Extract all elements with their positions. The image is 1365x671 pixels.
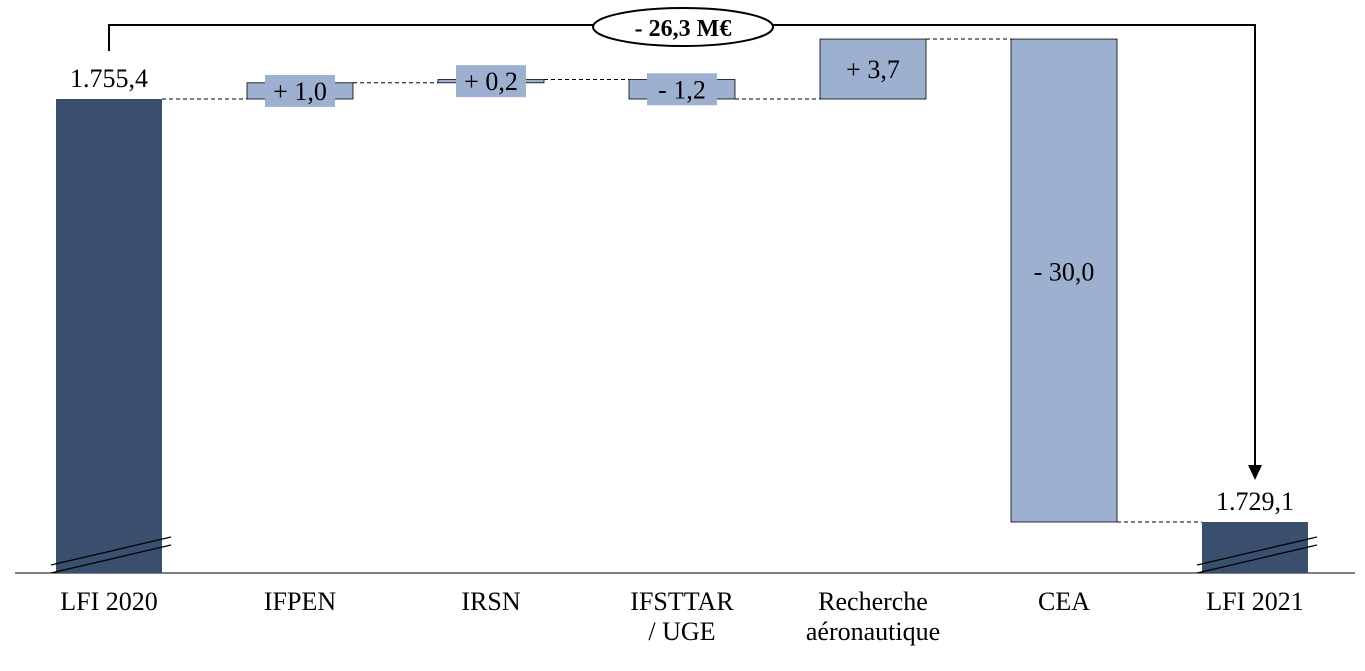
data-label-1: + 1,0 [273, 77, 327, 106]
category-label-6: LFI 2021 [1206, 587, 1304, 616]
data-label-5: - 30,0 [1034, 258, 1095, 287]
axis-break-mark [1196, 544, 1318, 574]
data-label-0: 1.755,4 [70, 64, 148, 93]
data-label-bg-2 [456, 65, 526, 98]
data-label-6: 1.729,1 [1216, 487, 1294, 516]
category-label-0: LFI 2020 [60, 587, 158, 616]
category-label-3: / UGE [648, 617, 715, 646]
axis-break-mark [1196, 536, 1318, 566]
axis-break-mark [50, 536, 172, 566]
axis-break-mark [50, 544, 172, 574]
total-change-ellipse [592, 7, 774, 47]
category-label-5: CEA [1038, 587, 1090, 616]
bar-0 [56, 99, 162, 573]
category-label-4: aéronautique [806, 617, 940, 646]
category-label-1: IFPEN [264, 587, 336, 616]
bar-6 [1202, 522, 1308, 573]
arrow-head-icon [1248, 465, 1262, 480]
data-label-2: + 0,2 [464, 67, 518, 96]
total-change-label: - 26,3 M€ [635, 16, 732, 42]
bar-5 [1010, 38, 1118, 523]
data-label-3: - 1,2 [658, 75, 706, 104]
data-label-4: + 3,7 [846, 55, 900, 84]
category-label-2: IRSN [461, 587, 520, 616]
category-label-4: Recherche [818, 587, 928, 616]
data-label-bg-3 [647, 73, 717, 106]
data-label-bg-1 [265, 74, 335, 107]
bar-4 [819, 38, 927, 100]
category-label-3: IFSTTAR [630, 587, 734, 616]
